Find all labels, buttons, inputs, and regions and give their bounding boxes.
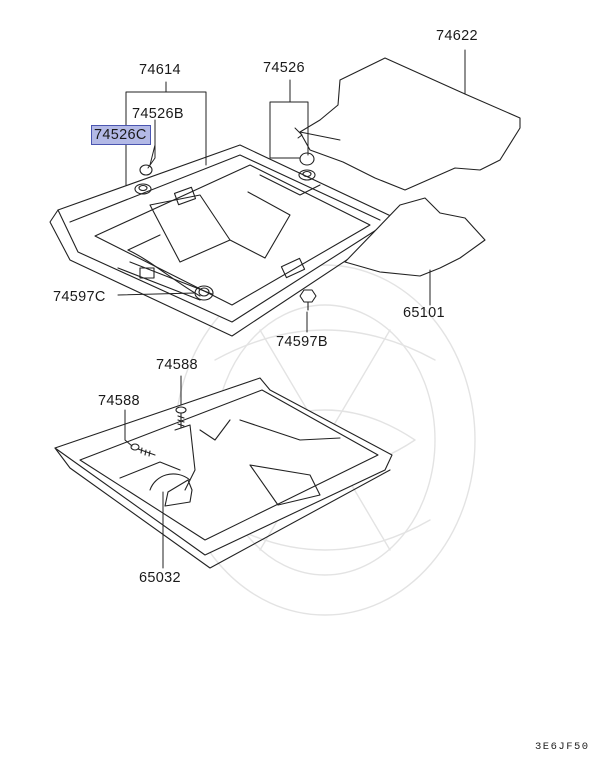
label-74588-left[interactable]: 74588 <box>98 393 140 409</box>
label-74526c-highlighted[interactable]: 74526C <box>91 125 151 145</box>
label-74526[interactable]: 74526 <box>263 60 305 76</box>
label-74588-top[interactable]: 74588 <box>156 357 198 373</box>
leader-lines <box>117 49 466 569</box>
clip-74526 <box>298 152 316 181</box>
clip-74597b <box>299 289 317 311</box>
label-74597b[interactable]: 74597B <box>276 334 328 350</box>
label-74614[interactable]: 74614 <box>139 62 181 78</box>
label-65101[interactable]: 65101 <box>403 305 445 321</box>
screw-74588-top <box>175 406 187 429</box>
screw-74588-left <box>130 443 156 457</box>
floor-mat-74622 <box>299 57 521 191</box>
clip-74526c <box>134 164 153 195</box>
label-74622[interactable]: 74622 <box>436 28 478 44</box>
label-74526b[interactable]: 74526B <box>132 106 184 122</box>
floor-carpet-upper <box>49 144 396 337</box>
label-65032[interactable]: 65032 <box>139 570 181 586</box>
carpet-65101 <box>344 197 486 277</box>
floor-carpet-lower <box>54 377 393 569</box>
label-74597c[interactable]: 74597C <box>53 289 106 305</box>
diagram-code: 3E6JF50 <box>535 741 590 753</box>
